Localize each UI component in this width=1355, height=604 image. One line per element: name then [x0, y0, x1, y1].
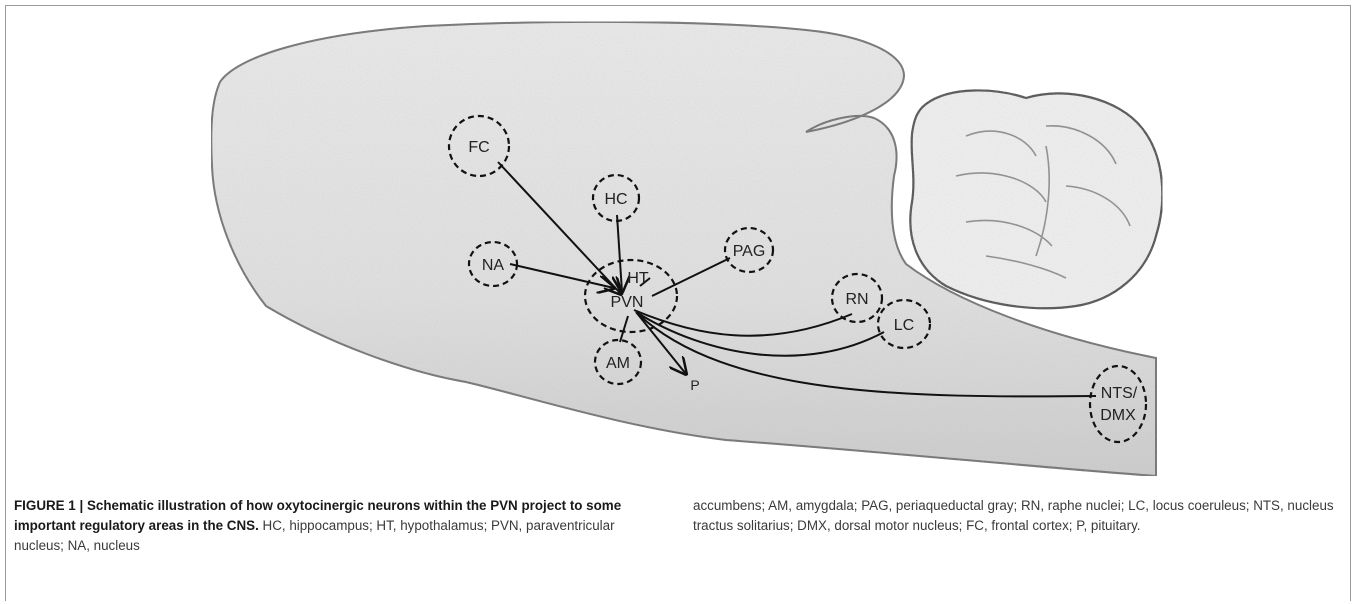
- brain-outline: [211, 22, 1162, 476]
- brain-diagram: FC HC NA PAG HT PVN RN LC AM P NTS/ DMX: [6, 6, 1350, 476]
- caption-left-column: FIGURE 1 | Schematic illustration of how…: [14, 496, 634, 556]
- nts-label: NTS/: [1101, 385, 1138, 402]
- caption-right-column: accumbens; AM, amygdala; PAG, periaquedu…: [693, 496, 1343, 536]
- ht-label: HT: [627, 270, 649, 287]
- dmx-label: DMX: [1100, 407, 1136, 424]
- fc-label: FC: [468, 139, 489, 156]
- caption-body-right: accumbens; AM, amygdala; PAG, periaquedu…: [693, 498, 1334, 533]
- lc-label: LC: [894, 317, 914, 334]
- am-label: AM: [606, 355, 630, 372]
- pvn-label: PVN: [611, 294, 644, 311]
- hc-label: HC: [604, 191, 627, 208]
- p-label: P: [690, 377, 699, 393]
- na-label: NA: [482, 257, 505, 274]
- rn-label: RN: [845, 291, 868, 308]
- pag-label: PAG: [733, 243, 766, 260]
- cerebellum: [910, 90, 1162, 308]
